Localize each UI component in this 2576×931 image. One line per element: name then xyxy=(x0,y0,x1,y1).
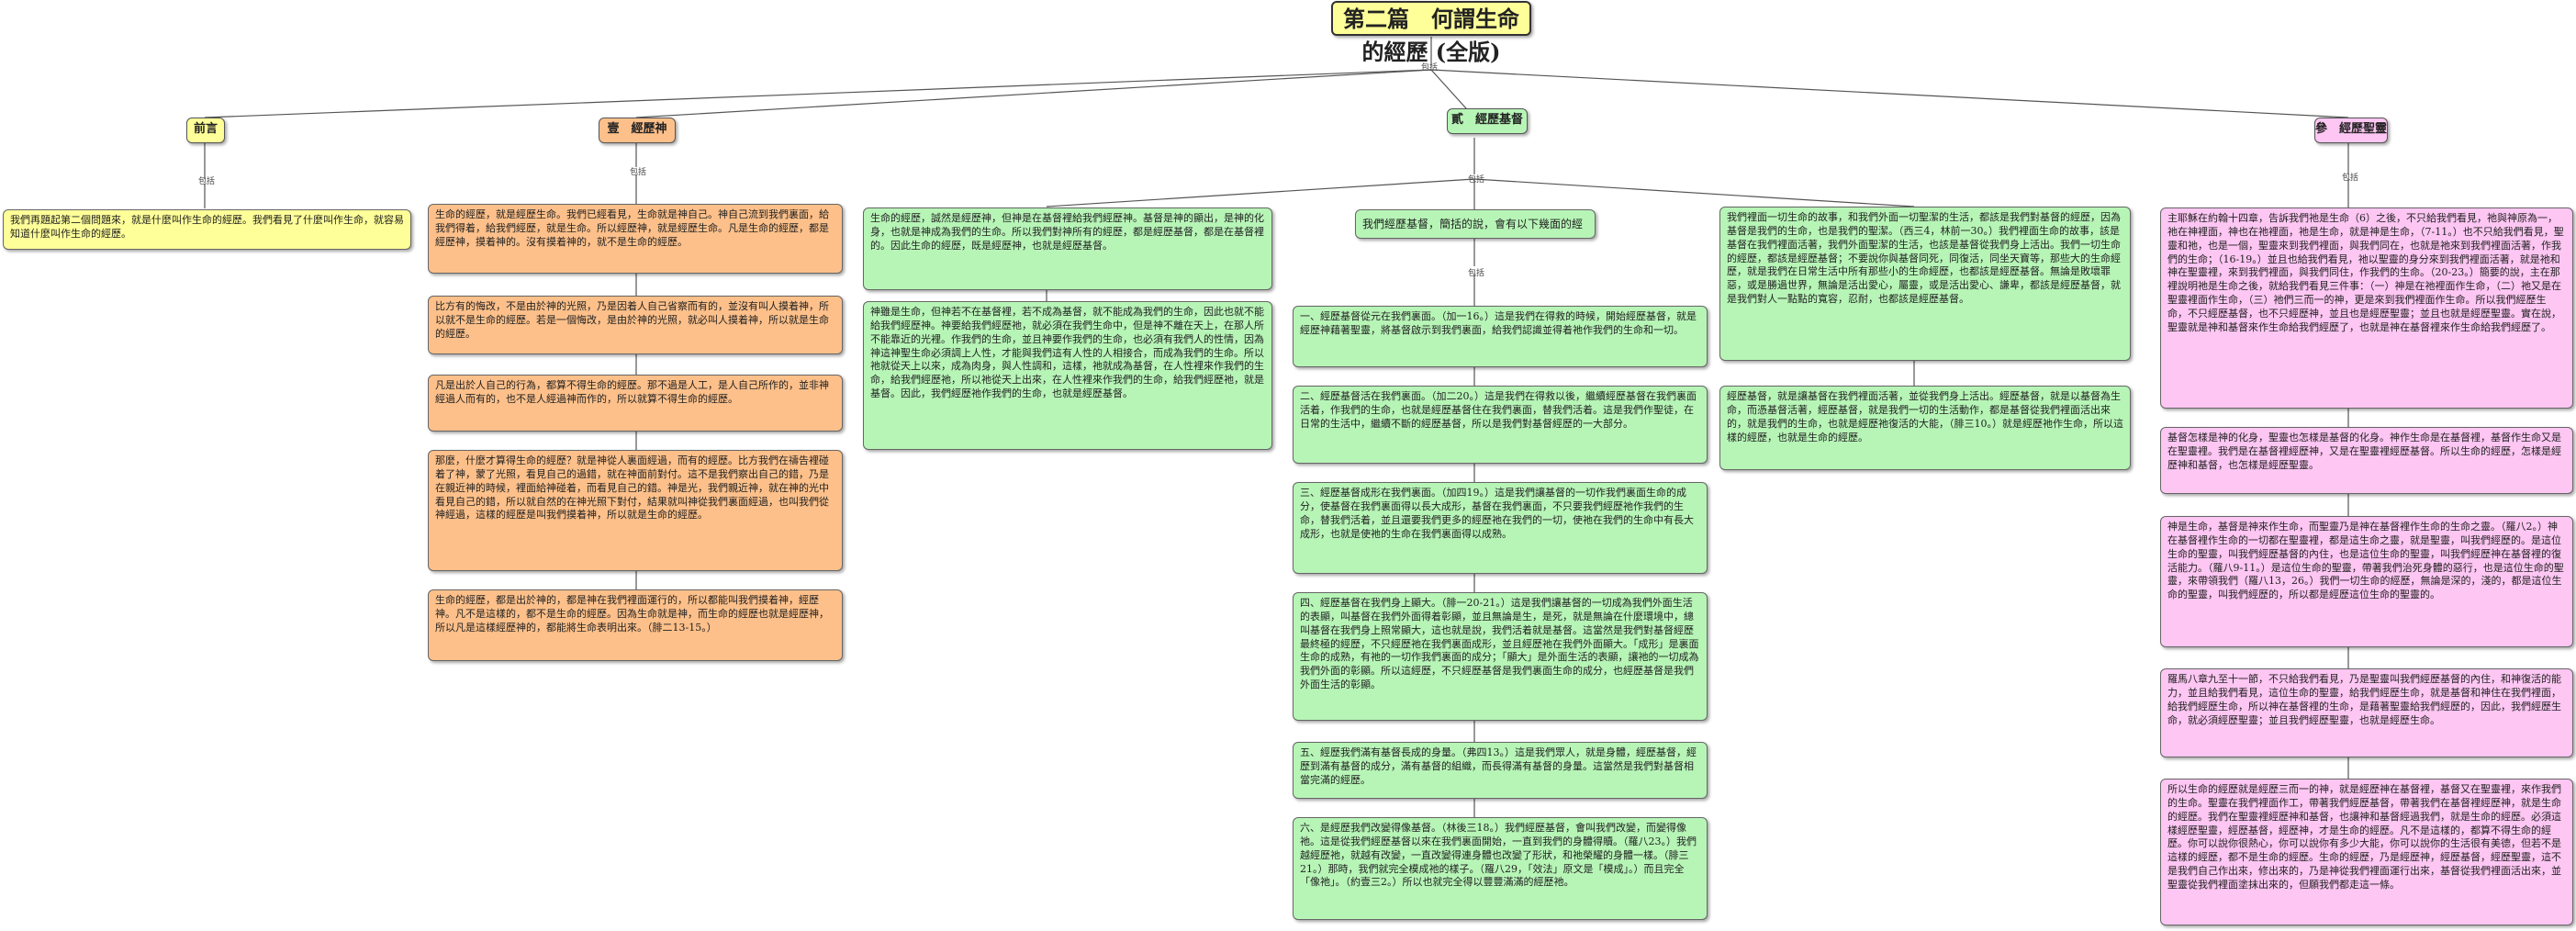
one-note-3: 凡是出於人自己的行為，都算不得生命的經歷。那不過是人工，是人自己所作的，並非神經… xyxy=(428,375,843,432)
page-title: 第二篇 何謂生命的經歷 (全版) xyxy=(1331,1,1531,65)
two-item-6: 六、是經歷我們改變得像基督。（林後三18。）我們經歷基督，會叫我們改變，而變得像… xyxy=(1293,817,1708,920)
four-hub-label: 包括 xyxy=(2342,174,2359,183)
branch-header-one[interactable]: 壹 經歷神 xyxy=(599,118,676,143)
two-mid-hub-label: 包括 xyxy=(1468,269,1485,278)
four-note-3: 神是生命，基督是神來作生命，而聖靈乃是神在基督裡作生命的生命之靈。（羅八2。）神… xyxy=(2160,516,2573,647)
two-hub-label: 包括 xyxy=(1468,175,1485,185)
one-hub-label: 包括 xyxy=(630,168,647,177)
one-note-1: 生命的經歷，就是經歷生命。我們已經看見，生命就是神自己。神自己流到我們裏面，給我… xyxy=(428,204,843,274)
four-note-4: 羅馬八章九至十一節，不只給我們看見，乃是聖靈叫我們經歷基督的內住，和神復活的能力… xyxy=(2160,668,2573,757)
two-item-2: 二、經歷基督活在我們裏面。（加二20。）這是我們在得救以後，繼續經歷基督在我們裏… xyxy=(1293,386,1708,464)
two-mid-header: 我們經歷基督，簡括的說，會有以下幾面的經歷： xyxy=(1355,209,1596,239)
one-note-4: 那麼，什麼才算得生命的經歷？就是神從人裏面經過，而有的經歷。比方我們在禱告裡碰着… xyxy=(428,450,843,571)
two-right-note-2: 經歷基督，就是讓基督在我們裡面活著，並從我們身上活出。經歷基督，就是以基督為生命… xyxy=(1719,386,2131,470)
hub-label: 包括 xyxy=(1421,63,1439,73)
one-note-5: 生命的經歷，都是出於神的，都是神在我們裡面運行的，所以都能叫我們摸着神，經歷神。… xyxy=(428,589,843,661)
two-right-note: 我們裡面一切生命的故事，和我們外面一切聖潔的生活，都該是我們對基督的經歷，因為基… xyxy=(1719,207,2131,361)
two-item-4: 四、經歷基督在我們身上顯大。（腓一20-21。）這是我們讓基督的一切成為我們外面… xyxy=(1293,592,1708,721)
branch-header-four[interactable]: 參 經歷聖靈 xyxy=(2314,118,2388,143)
intro-hub-label: 包括 xyxy=(198,177,216,186)
two-item-3: 三、經歷基督成形在我們裏面。（加四19。）這是我們讓基督的一切作我們裏面生命的成… xyxy=(1293,482,1708,574)
branch-header-two[interactable]: 貳 經歷基督 xyxy=(1447,108,1528,134)
four-note-1: 主耶穌在約翰十四章，告訴我們祂是生命（6）之後，不只給我們看見，祂與神原為一，祂… xyxy=(2160,208,2573,409)
two-item-1: 一、經歷基督從元在我們裏面。（加一16。）這是我們在得救的時候，開始經歷基督，就… xyxy=(1293,306,1708,367)
four-note-5: 所以生命的經歷就是經歷三而一的神，就是經歷神在基督裡，基督又在聖靈裡，來作我們的… xyxy=(2160,779,2573,925)
two-item-5: 五、經歷我們滿有基督長成的身量。（弗四13。）這是我們眾人，就是身體，經歷基督，… xyxy=(1293,742,1708,799)
two-left-note: 生命的經歷，誠然是經歷神，但神是在基督裡給我們經歷神。基督是神的顯出，是神的化身… xyxy=(863,208,1272,290)
intro-note: 我們再題起第二個問題來，就是什麼叫作生命的經歷。我們看見了什麼叫作生命，就容易知… xyxy=(3,209,411,250)
four-note-2: 基督怎樣是神的化身，聖靈也怎樣是基督的化身。神作生命是在基督裡，基督作生命又是在… xyxy=(2160,427,2573,494)
branch-header-intro[interactable]: 前言 xyxy=(186,118,225,143)
one-note-2: 比方有的悔改，不是由於神的光照，乃是因着人自己省察而有的，並沒有叫人摸着神，所以… xyxy=(428,296,843,354)
two-left-note-2: 神雖是生命，但神若不在基督裡，若不成為基督，就不能成為我們的生命，因此也就不能給… xyxy=(863,301,1272,450)
